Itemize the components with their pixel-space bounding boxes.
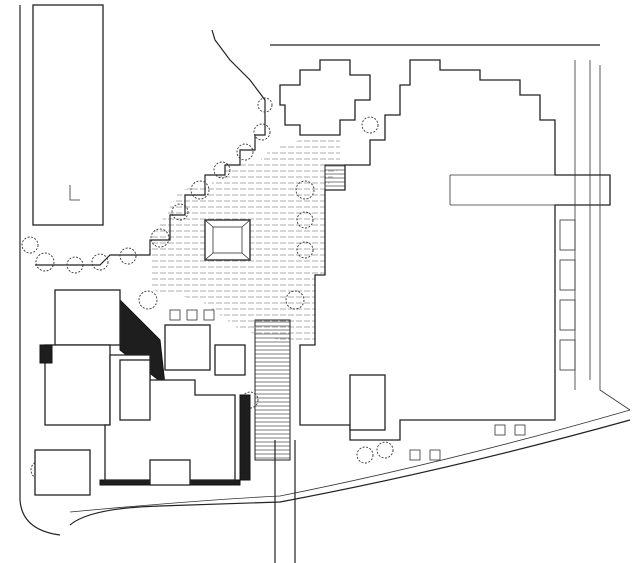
field-mark — [69, 185, 80, 201]
east-wing-bar — [449, 174, 555, 206]
left-building-complex — [34, 289, 251, 496]
main-building — [299, 59, 611, 441]
central-steps — [254, 319, 291, 461]
east-bays — [559, 219, 576, 371]
road-edge-inner — [69, 409, 631, 513]
walkway — [274, 440, 296, 563]
annex — [349, 374, 386, 431]
east-edge-lines — [574, 60, 631, 411]
road-edge — [69, 419, 631, 526]
planters — [169, 309, 526, 461]
left-boundary-line — [19, 5, 61, 536]
pavilion — [204, 219, 251, 261]
top-houses — [279, 59, 371, 136]
garden-boundary — [35, 29, 266, 266]
sports-field — [32, 4, 104, 226]
